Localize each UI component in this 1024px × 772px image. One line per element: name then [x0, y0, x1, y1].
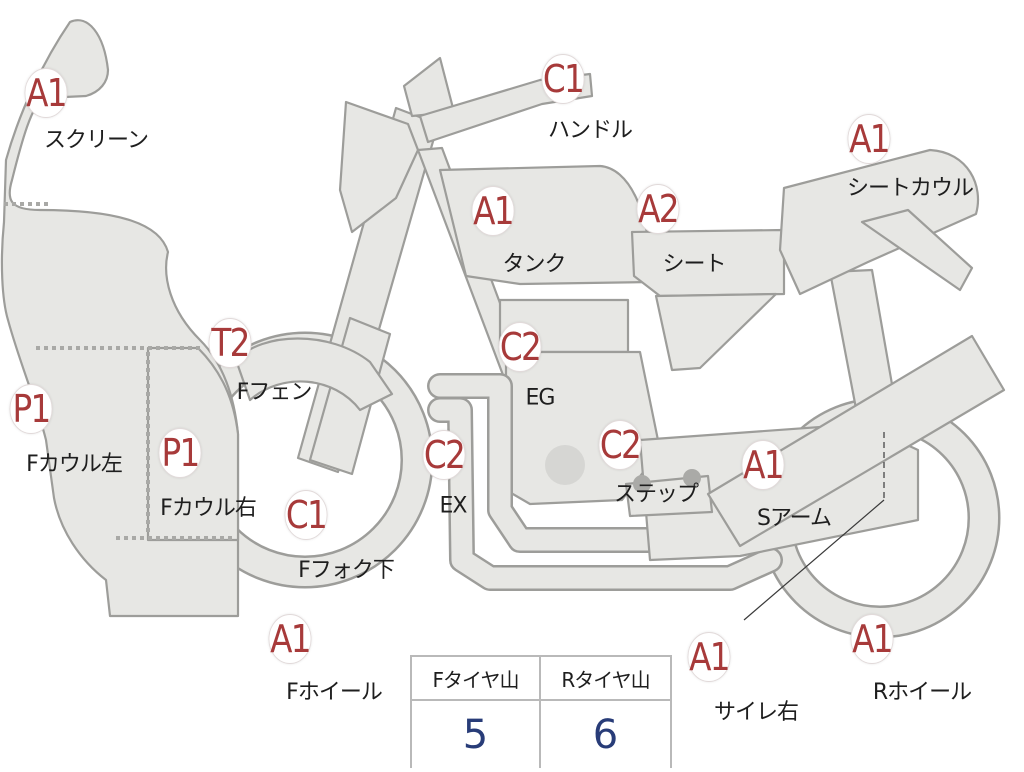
label-fcowl-left: Fカウル左 [26, 452, 123, 477]
label-screen: スクリーン [44, 128, 149, 153]
label-fwheel: Fホイール [286, 680, 383, 705]
label-handle: ハンドル [547, 118, 633, 143]
grade-badge-handle: C1 [541, 54, 585, 104]
label-muffler: サイレ右 [713, 700, 799, 725]
grade-badge-fcowl-left: P1 [9, 384, 53, 434]
grade-badge-fcowl-right: P1 [158, 428, 202, 478]
label-swingarm: Sアーム [757, 506, 832, 531]
front-tread-header: Fタイヤ山 [412, 657, 541, 701]
rear-tread-value: 6 [592, 711, 619, 758]
label-seat: シート [662, 252, 726, 277]
grade-badge-swingarm: A1 [741, 440, 785, 490]
grade-badge-exhaust: C2 [422, 430, 466, 480]
label-fcowl-right: Fカウル右 [160, 496, 257, 521]
grade-badge-ffender: T2 [208, 318, 252, 368]
grade-badge-muffler: A1 [687, 632, 731, 682]
label-tank: タンク [502, 252, 566, 277]
grade-badge-engine: C2 [498, 322, 542, 372]
grade-badge-rwheel: A1 [850, 614, 894, 664]
label-ffender: Fフェン [236, 380, 313, 405]
front-fender-shape [234, 337, 394, 412]
label-exhaust: EX [439, 493, 468, 519]
grade-badge-screen: A1 [24, 68, 68, 118]
rear-tread-header: Rタイヤ山 [541, 657, 670, 701]
label-seatcowl: シートカウル [846, 176, 974, 201]
grade-badge-tank: A1 [471, 186, 515, 236]
grade-badge-ffork: C1 [284, 490, 328, 540]
label-ffork: Fフォク下 [298, 558, 395, 583]
step-shape [624, 469, 714, 518]
grade-badge-seatcowl: A1 [847, 114, 891, 164]
label-rwheel: Rホイール [872, 680, 972, 705]
tire-tread-table: Fタイヤ山 Rタイヤ山 5 6 [410, 655, 672, 768]
label-step: ステップ [613, 482, 699, 507]
label-engine: EG [525, 385, 556, 411]
grade-badge-seat: A2 [636, 184, 680, 234]
swingarm-shape [706, 334, 1006, 548]
front-tread-value: 5 [412, 701, 541, 768]
grade-badge-step: C2 [598, 420, 642, 470]
grade-badge-fwheel: A1 [268, 614, 312, 664]
